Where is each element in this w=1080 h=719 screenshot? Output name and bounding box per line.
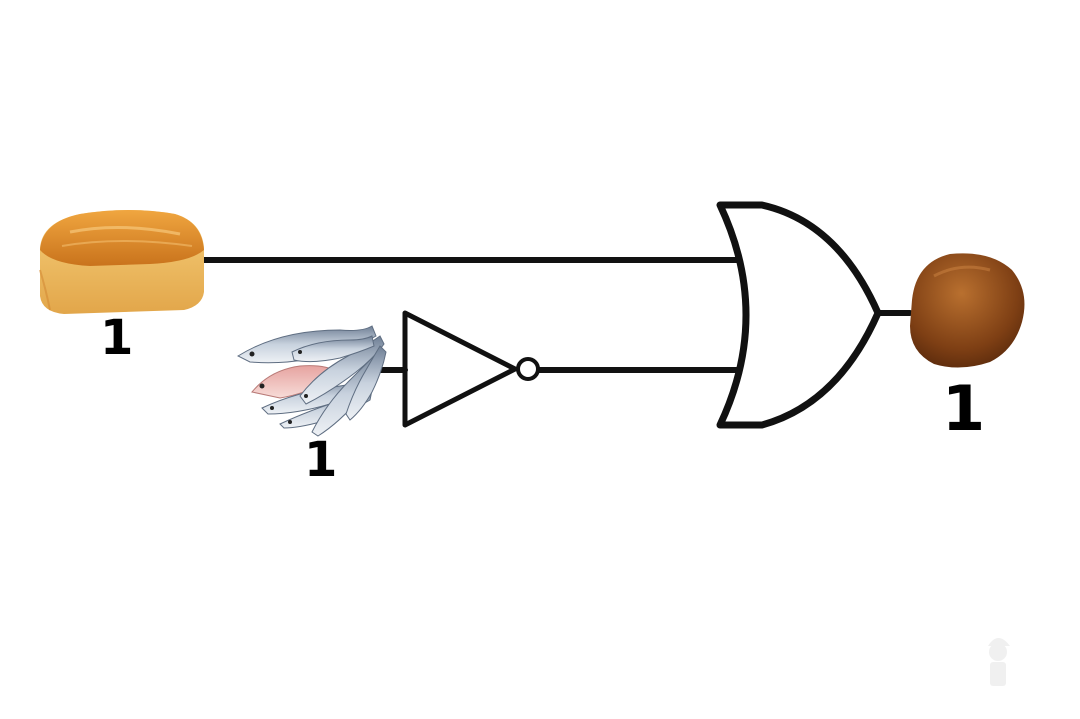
bun-icon [910,253,1025,368]
bread-input-value: 1 [100,310,134,366]
bun-output-value: 1 [942,372,986,445]
or-gate-icon [716,201,882,429]
fish-bunch-icon [236,325,387,437]
not-gate-icon [402,310,540,428]
fish-input-value: 1 [304,432,338,488]
chef-watermark-icon [988,638,1010,686]
bread-loaf-icon [39,210,204,314]
